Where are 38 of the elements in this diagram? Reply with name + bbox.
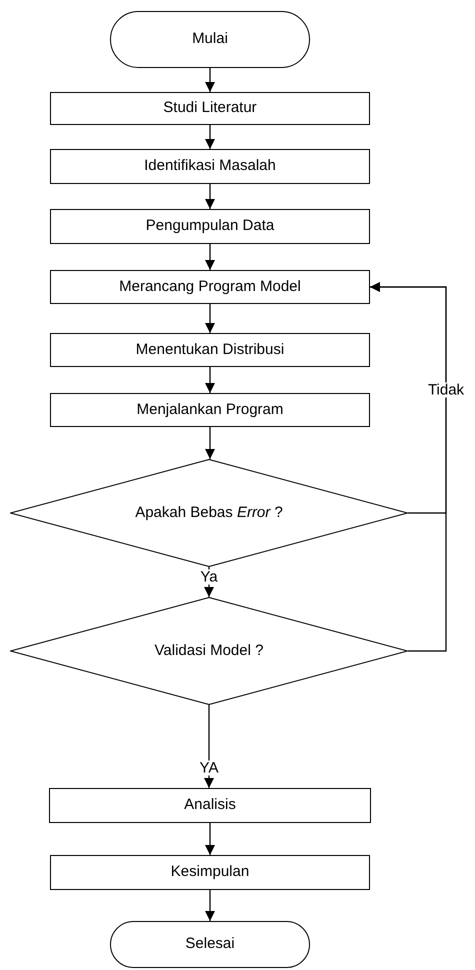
node-label: Mulai [192, 30, 228, 49]
arrow [370, 282, 447, 652]
process-box [50, 270, 370, 304]
node-label: Menjalankan Program [136, 400, 284, 420]
arrow [205, 427, 215, 459]
process-box [50, 333, 370, 367]
node-label: Analisis [184, 796, 236, 815]
node-label: Apakah Bebas Error ? [135, 504, 283, 522]
arrow [205, 184, 215, 209]
process-box [50, 149, 370, 184]
node-label: Identifikasi Masalah [144, 157, 276, 176]
node-label: Selesai [185, 935, 235, 954]
edge-label: Ya [199, 570, 219, 584]
arrow [205, 823, 215, 855]
terminal-shape [110, 921, 310, 968]
arrow [205, 367, 215, 393]
arrow [205, 304, 215, 333]
node-label: Merancang Program Model [119, 278, 301, 296]
edge-label: Tidak [426, 382, 466, 398]
edge-label: YA [198, 760, 220, 776]
arrow [204, 567, 214, 597]
process-box [50, 92, 370, 125]
process-box [50, 209, 370, 244]
arrow [205, 890, 215, 921]
decision-diamond [10, 459, 408, 567]
node-label: Validasi Model ? [154, 642, 264, 660]
arrow [205, 68, 215, 92]
node-label: Studi Literatur [163, 99, 257, 118]
node-label: Menentukan Distribusi [136, 340, 284, 360]
process-box [50, 855, 370, 890]
node-label: Kesimpulan [170, 863, 250, 882]
decision-diamond [10, 597, 408, 705]
arrow [205, 244, 215, 270]
process-box [50, 393, 370, 427]
arrow [205, 125, 215, 149]
arrow [204, 705, 214, 788]
node-label: Pengumpulan Data [146, 217, 274, 236]
process-box [49, 788, 371, 823]
